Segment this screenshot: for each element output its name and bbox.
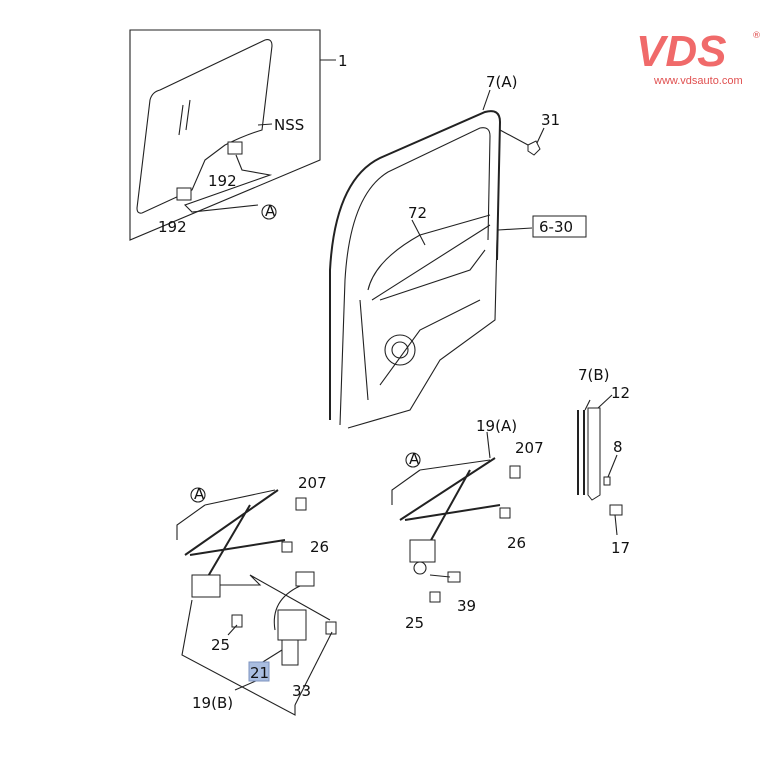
door-frame (329, 110, 502, 429)
label-207: 207 (515, 439, 544, 457)
svg-text:®: ® (752, 31, 761, 41)
reference-6-30-link[interactable]: 6-30 (532, 215, 587, 238)
vds-logo: VDS www.vdsauto.com ® (636, 27, 761, 87)
label-nss: NSS (274, 116, 304, 134)
label-26: 26 (507, 534, 526, 552)
svg-text:21: 21 (250, 664, 269, 682)
label-12: 12 (611, 384, 630, 402)
label-19b: 19(B) (192, 694, 233, 712)
label-26: 26 (310, 538, 329, 556)
label-8: 8 (613, 438, 623, 456)
label-1: 1 (338, 52, 348, 70)
label-7b: 7(B) (578, 366, 610, 384)
label-33: 33 (292, 682, 311, 700)
svg-text:VDS: VDS (636, 27, 726, 76)
label-7a: 7(A) (486, 73, 518, 91)
label-31: 31 (541, 111, 560, 129)
label-39: 39 (457, 597, 476, 615)
label-72: 72 (408, 204, 427, 222)
label-19a: 19(A) (476, 417, 517, 435)
screw-31 (527, 140, 541, 156)
svg-text:6-30: 6-30 (539, 218, 573, 236)
glass-assembly (129, 29, 336, 241)
ref-circle-a: A (194, 485, 205, 503)
run-channel (577, 394, 623, 536)
regulator-19a (391, 431, 521, 603)
ref-circle-a: A (265, 202, 276, 220)
label-21-highlighted[interactable]: 21 (248, 661, 270, 682)
ref-circle-a: A (409, 450, 420, 468)
label-192: 192 (158, 218, 187, 236)
label-25: 25 (405, 614, 424, 632)
label-17: 17 (611, 539, 630, 557)
svg-text:www.vdsauto.com: www.vdsauto.com (653, 75, 743, 87)
regulator-19b (176, 489, 337, 716)
label-207: 207 (298, 474, 327, 492)
label-192: 192 (208, 172, 237, 190)
label-25: 25 (211, 636, 230, 654)
